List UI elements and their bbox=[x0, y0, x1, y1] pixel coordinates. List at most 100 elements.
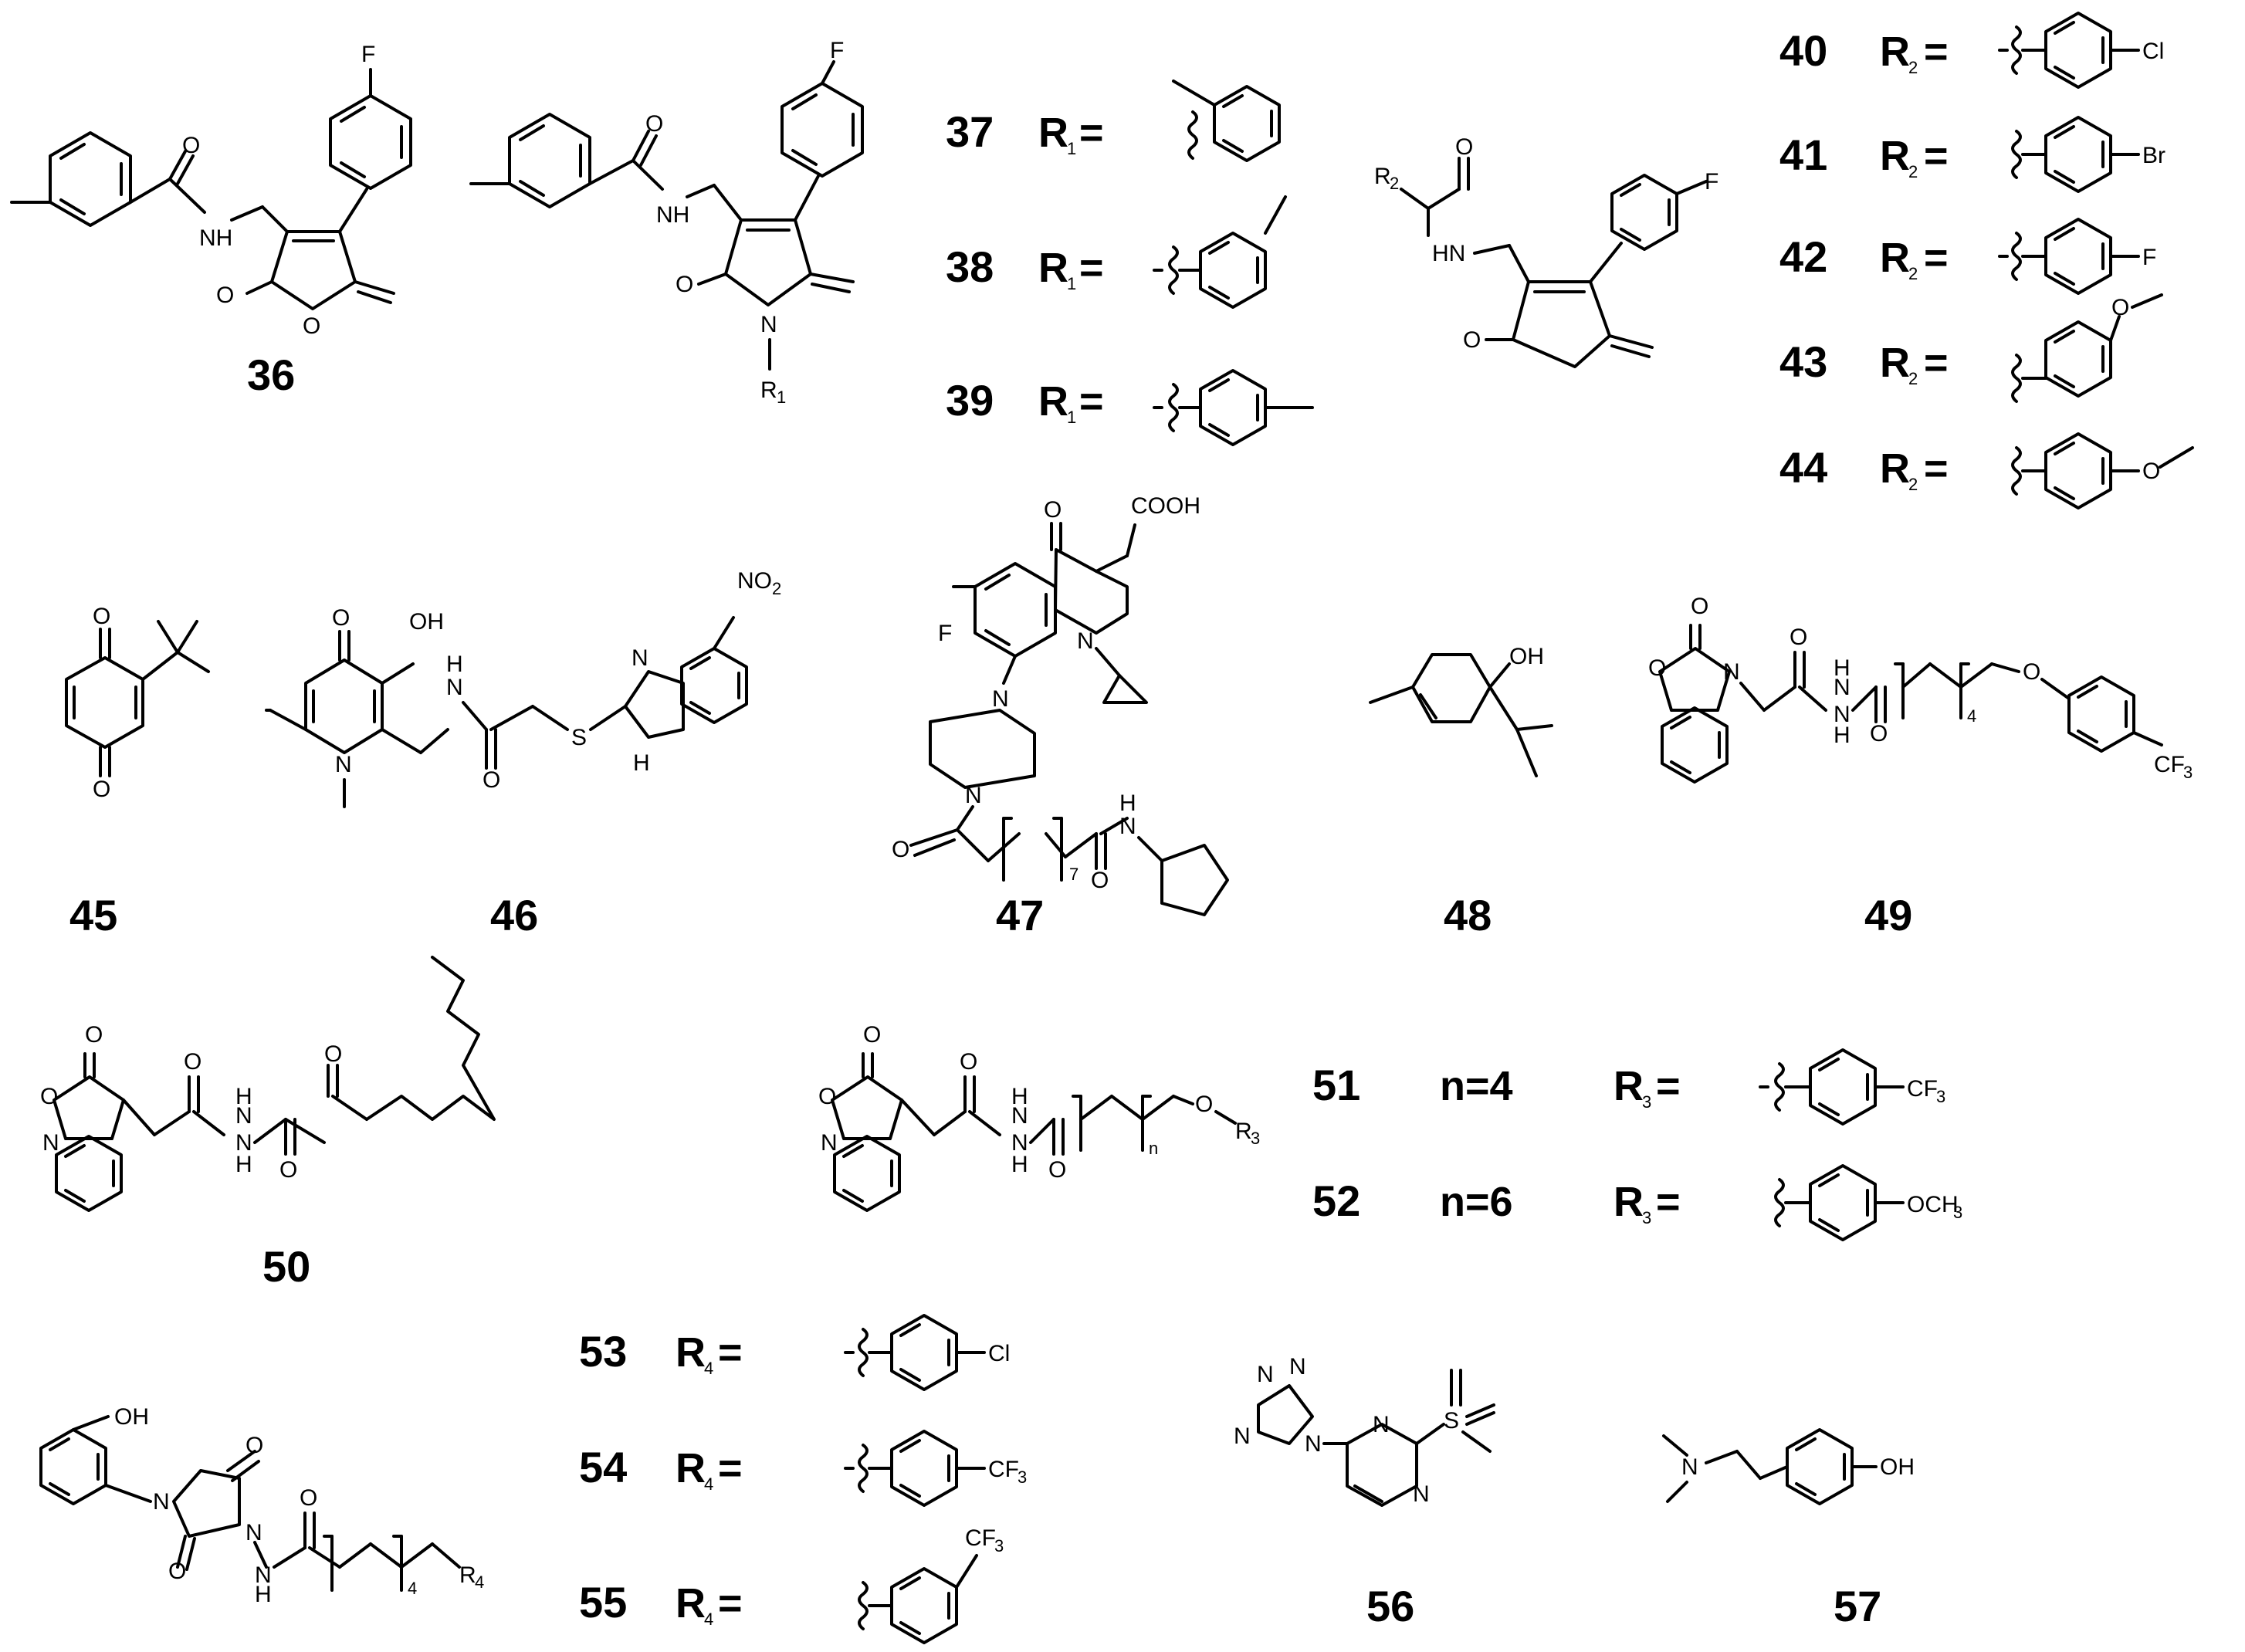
atom-F: F bbox=[830, 38, 844, 63]
atom-NH: NH bbox=[199, 225, 232, 251]
compound-57: N OH 57 bbox=[1662, 1428, 1915, 1630]
atom-O: O bbox=[1455, 134, 1473, 160]
atom-O: O bbox=[863, 1022, 881, 1048]
atom-O: O bbox=[85, 1022, 103, 1048]
equals-sign: = bbox=[1656, 1179, 1681, 1225]
atom-N: N bbox=[1413, 1481, 1430, 1507]
compound-41: 41 R 2 = Br bbox=[1779, 116, 2165, 193]
atom-N: N bbox=[1119, 814, 1136, 839]
atom-S: S bbox=[1444, 1408, 1459, 1434]
compound-number-50: 50 bbox=[262, 1242, 310, 1291]
atom-H: H bbox=[446, 652, 463, 677]
atom-O: O bbox=[216, 283, 234, 308]
compound-50: O O N O H N N H O O 50 bbox=[40, 956, 496, 1291]
compound-51-52-core: O O N O H N N H O n O R 3 bbox=[818, 1022, 1260, 1212]
r4-subscript: 4 bbox=[704, 1610, 713, 1629]
compound-54: 54 R 4 = CF 3 bbox=[579, 1430, 1027, 1507]
equals-sign: = bbox=[1656, 1063, 1681, 1109]
equals-sign: = bbox=[718, 1329, 743, 1376]
atom-F: F bbox=[361, 42, 375, 67]
atom-OCH3: OCH bbox=[1907, 1192, 1959, 1217]
och3-subscript: 3 bbox=[1953, 1203, 1962, 1222]
compound-number-43: 43 bbox=[1779, 337, 1827, 386]
atom-H: H bbox=[255, 1582, 272, 1607]
compound-number-51: 51 bbox=[1312, 1061, 1360, 1109]
equals-sign: = bbox=[1924, 133, 1949, 179]
repeat-n: n bbox=[1149, 1139, 1158, 1158]
atom-OH: OH bbox=[1509, 644, 1544, 669]
r1-subscript: 1 bbox=[777, 388, 786, 407]
atom-O: O bbox=[645, 111, 663, 137]
atom-O: O bbox=[1195, 1092, 1213, 1117]
atom-N: N bbox=[821, 1130, 838, 1156]
atom-OH: OH bbox=[114, 1404, 149, 1430]
atom-N: N bbox=[153, 1489, 170, 1515]
atom-F: F bbox=[938, 621, 952, 646]
cf3-subscript: 3 bbox=[2183, 763, 2193, 782]
atom-H: H bbox=[235, 1152, 252, 1177]
atom-NH: NH bbox=[656, 202, 689, 228]
atom-O: O bbox=[960, 1049, 977, 1075]
compound-44: 44 R 2 = O bbox=[1779, 432, 2194, 509]
atom-O: O bbox=[332, 605, 350, 631]
r3-label: R bbox=[1613, 1063, 1644, 1109]
atom-O: O bbox=[2142, 459, 2160, 484]
compound-number-44: 44 bbox=[1779, 443, 1827, 492]
r4-subscript: 4 bbox=[704, 1474, 713, 1494]
atom-O: O bbox=[1048, 1157, 1066, 1183]
compound-46: O OH N H N O S N H NO 2 46 bbox=[265, 568, 781, 939]
atom-O: O bbox=[279, 1157, 297, 1183]
atom-N: N bbox=[1834, 675, 1851, 700]
atom-CF3: CF bbox=[965, 1525, 996, 1551]
atom-N: N bbox=[1373, 1412, 1390, 1437]
r2-subscript: 2 bbox=[1908, 475, 1918, 494]
atom-N: N bbox=[965, 783, 982, 808]
atom-O: O bbox=[2023, 659, 2040, 685]
atom-O: O bbox=[93, 777, 110, 802]
equals-sign: = bbox=[1079, 245, 1104, 291]
atom-N: N bbox=[235, 1103, 252, 1129]
equals-sign: = bbox=[718, 1445, 743, 1491]
r2-subscript: 2 bbox=[1908, 369, 1918, 388]
atom-O: O bbox=[676, 272, 693, 297]
compound-45: O O 45 bbox=[65, 604, 210, 939]
atom-O: O bbox=[40, 1084, 58, 1109]
compound-53: 53 R 4 = Cl bbox=[579, 1314, 1010, 1391]
atom-N: N bbox=[1723, 659, 1740, 685]
atom-O: O bbox=[483, 767, 500, 793]
atom-N: N bbox=[1305, 1431, 1322, 1457]
equals-sign: = bbox=[1924, 445, 1949, 492]
equals-sign: = bbox=[1924, 29, 1949, 75]
r3-subscript: 3 bbox=[1642, 1092, 1651, 1112]
equals-sign: = bbox=[1924, 235, 1949, 281]
compound-40-44-core: R 2 O HN F O bbox=[1374, 134, 1718, 368]
compound-number-46: 46 bbox=[490, 891, 538, 939]
repeat-count: 4 bbox=[1967, 706, 1976, 726]
compound-number-52: 52 bbox=[1312, 1176, 1360, 1225]
atom-O: O bbox=[300, 1485, 317, 1511]
repeat-count: 4 bbox=[408, 1579, 417, 1598]
atom-N: N bbox=[235, 1130, 252, 1156]
compound-number-53: 53 bbox=[579, 1327, 627, 1376]
r4-label: R bbox=[676, 1445, 706, 1491]
atom-O: O bbox=[184, 1049, 201, 1075]
compound-number-54: 54 bbox=[579, 1443, 627, 1491]
compound-number-55: 55 bbox=[579, 1578, 627, 1627]
atom-O: O bbox=[1648, 655, 1666, 681]
r2-label: R bbox=[1880, 29, 1910, 75]
atom-COOH: COOH bbox=[1131, 493, 1200, 519]
atom-OH: OH bbox=[1880, 1454, 1915, 1480]
atom-N: N bbox=[1011, 1103, 1028, 1129]
atom-O: O bbox=[1091, 868, 1109, 893]
atom-N: N bbox=[245, 1520, 262, 1545]
cf3-subscript: 3 bbox=[1936, 1087, 1945, 1106]
atom-CF3: CF bbox=[1907, 1076, 1938, 1102]
compound-number-47: 47 bbox=[996, 891, 1044, 939]
atom-H: H bbox=[633, 750, 650, 776]
r1-label: R bbox=[1038, 110, 1068, 156]
atom-N: N bbox=[1681, 1454, 1698, 1480]
r2-subscript: 2 bbox=[1908, 264, 1918, 283]
compound-number-57: 57 bbox=[1834, 1582, 1881, 1630]
r4-subscript: 4 bbox=[704, 1359, 713, 1378]
